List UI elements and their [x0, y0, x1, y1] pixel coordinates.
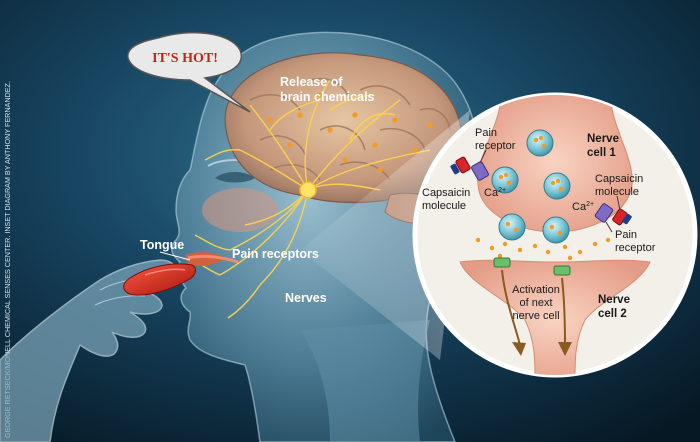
activation-arrow-left: [501, 269, 521, 346]
inset-activation-1: Activation: [512, 284, 560, 296]
chili-pepper: [123, 263, 196, 296]
label-pain-receptors: Pain receptors: [232, 247, 319, 261]
speech-bubble-text: IT'S HOT!: [152, 51, 218, 66]
activation-arrowhead-left: [512, 342, 526, 356]
inset-nerve-cell-1-line2: cell 1: [587, 147, 616, 159]
inset-pain-receptor-right-2: receptor: [615, 242, 656, 254]
synapse-inset: Pain receptor Nerve cell 1 Capsaicin mol…: [412, 92, 698, 378]
inset-capsaicin-left-1: Capsaicin: [422, 187, 470, 199]
inset-activation-3: nerve cell: [512, 310, 559, 322]
inset-nerve-cell-2-line2: cell 2: [598, 308, 627, 320]
inset-pain-receptor-top-2: receptor: [475, 140, 516, 152]
inset-capsaicin-right-1: Capsaicin: [595, 173, 643, 185]
label-nerves: Nerves: [285, 291, 327, 305]
trigeminal-ganglion: [299, 181, 317, 199]
inset-pain-receptor-top-1: Pain: [475, 127, 497, 139]
inset-capsaicin-left-2: molecule: [422, 200, 466, 212]
capsaicin-receptor-left: [450, 156, 489, 181]
inset-capsaicin-right-2: molecule: [595, 186, 639, 198]
inset-pain-receptor-right-1: Pain: [615, 229, 637, 241]
activation-arrow-right: [561, 277, 566, 346]
inset-pointer-lines: [479, 149, 621, 233]
nerve-cell-2: [459, 259, 651, 375]
postsynaptic-receptor-right: [553, 265, 571, 276]
sinus-region: [202, 188, 278, 232]
mouth: [185, 252, 239, 266]
label-brain-line2: brain chemicals: [280, 90, 375, 104]
postsynaptic-receptor-left: [493, 257, 511, 268]
vesicles: [491, 129, 571, 244]
label-tongue: Tongue: [140, 238, 184, 252]
hand: [0, 259, 178, 442]
inset-nerve-cell-2-line1: Nerve: [598, 294, 630, 306]
neurotransmitters: [475, 237, 611, 261]
inset-nerve-cell-1-line1: Nerve: [587, 133, 619, 145]
inset-calcium-right: Ca2+: [572, 201, 594, 213]
inset-calcium-left: Ca2+: [484, 187, 506, 199]
label-brain-line1: Release of: [280, 75, 343, 89]
capsaicin-receptor-right: [594, 203, 632, 226]
inset-activation-2: of next: [519, 297, 552, 309]
vesicle-contents: [498, 136, 564, 236]
speech-bubble: IT'S HOT!: [127, 31, 251, 113]
activation-arrowhead-right: [558, 342, 572, 356]
photo-credit: GEORGE RETSECK/MONELL CHEMICAL SENSES CE…: [3, 81, 12, 438]
brain-chemical-dots: [267, 92, 433, 173]
tongue-pointer: [159, 251, 191, 261]
